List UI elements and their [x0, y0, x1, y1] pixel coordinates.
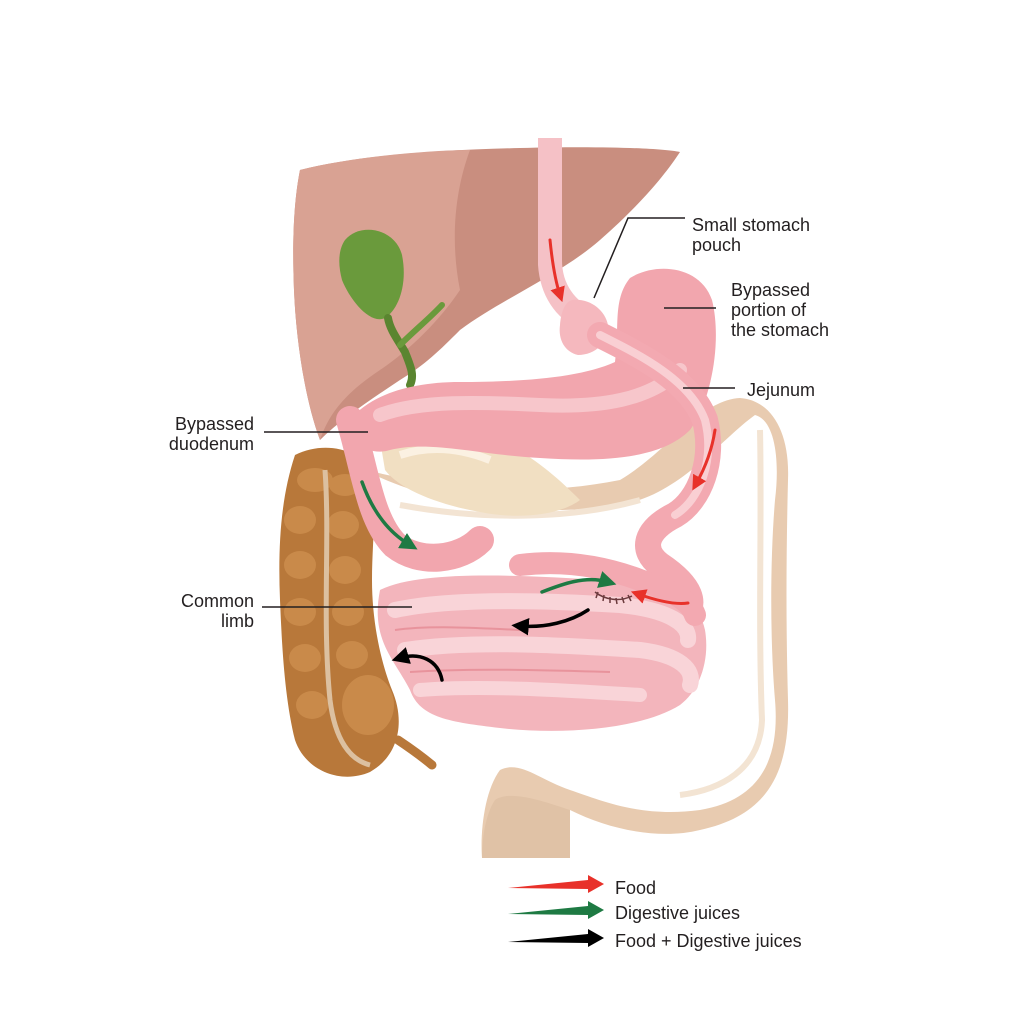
mixed-flow-arrows: [391, 608, 590, 682]
label-small-stomach-pouch: Small stomach pouch: [692, 215, 811, 255]
mixed-arrow-ileum: [391, 647, 444, 682]
gallbladder: [339, 229, 445, 389]
jejunum-limb: [587, 322, 722, 633]
anastomosis-stitches: [594, 591, 633, 605]
pancreas: [380, 427, 580, 516]
mixed-arrow-common-limb: [511, 608, 590, 636]
juice-arrow-anastomosis: [540, 571, 617, 594]
legend: [508, 875, 604, 947]
legend-label-food: Food: [615, 878, 657, 898]
bypassed-stomach: [336, 268, 716, 572]
legend-arrow-both: [508, 929, 604, 947]
leader-lines: [262, 217, 735, 608]
legend-arrow-food: [508, 875, 604, 893]
legend-label-food-and-juices: Food + Digestive juices: [615, 931, 802, 951]
food-flow-arrows: [548, 238, 717, 605]
label-bypassed-duodenum: Bypassed duodenum: [168, 414, 254, 454]
colon: [365, 398, 789, 858]
juice-flow-arrows: [360, 480, 617, 594]
food-arrow-anastomosis: [630, 589, 690, 605]
leader-stomach-pouch: [593, 217, 685, 299]
label-bypassed-stomach: Bypassed portion of the stomach: [731, 280, 830, 340]
label-jejunum: Jejunum: [747, 380, 816, 400]
legend-arrow-juices: [508, 901, 604, 919]
food-arrow-jejunum: [692, 428, 717, 491]
legend-label-digestive-juices: Digestive juices: [615, 903, 741, 923]
juice-arrow-duodenum: [360, 480, 418, 550]
small-intestine: [377, 552, 707, 731]
esophagus: [538, 138, 595, 330]
label-common-limb: Common limb: [180, 591, 254, 631]
food-arrow-esophagus: [548, 238, 565, 303]
